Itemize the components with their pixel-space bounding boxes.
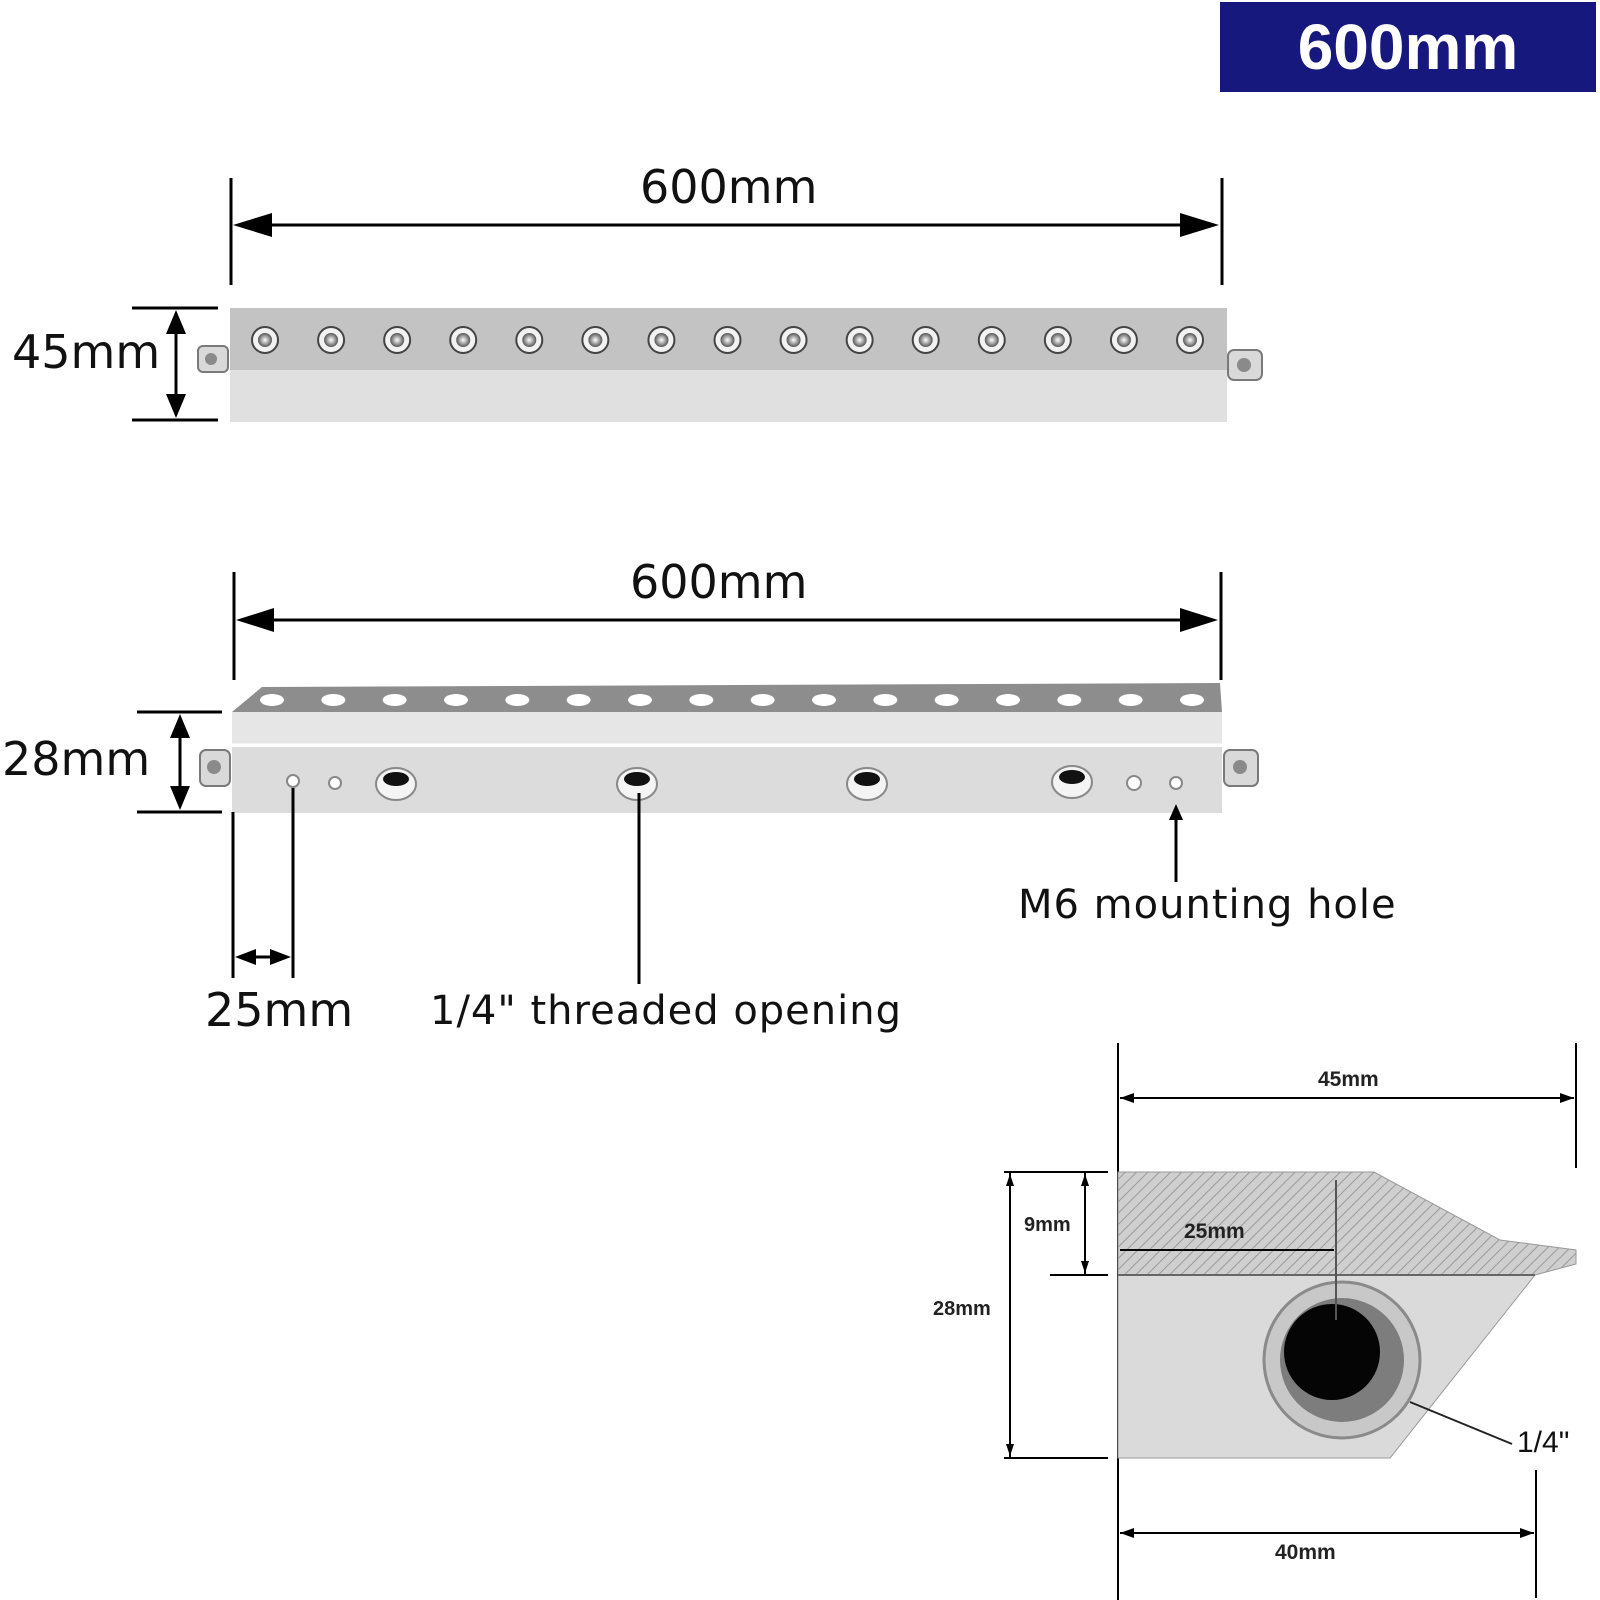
section-top-height-label: 9mm	[1024, 1214, 1071, 1236]
cross-section-view	[1004, 1043, 1577, 1600]
m6-hole-icon	[1126, 775, 1142, 791]
screw-hole-icon	[977, 326, 1006, 354]
screw-hole-icon	[449, 326, 478, 354]
screw-hole-icon	[1043, 326, 1072, 354]
screw-hole-icon	[934, 694, 959, 706]
m6-mounting-label: M6 mounting hole	[1018, 882, 1397, 928]
top-width-label: 45mm	[12, 325, 161, 379]
threaded-hole-icon	[616, 767, 658, 801]
offset-label: 25mm	[205, 983, 354, 1037]
screw-hole-icon	[1118, 694, 1143, 706]
section-height-label: 28mm	[933, 1298, 991, 1320]
screw-hole-icon	[1180, 694, 1204, 706]
screw-hole-icon	[251, 326, 279, 354]
threaded-hole-icon	[846, 767, 888, 801]
clamp-left-icon	[199, 749, 231, 787]
section-hole-label: 1/4"	[1517, 1426, 1570, 1459]
screw-hole-icon	[444, 694, 468, 706]
side-top-hole-row	[260, 694, 1204, 706]
threaded-hole-icon	[1051, 765, 1093, 799]
screw-hole-icon	[1057, 694, 1082, 706]
threaded-opening-label: 1/4" threaded opening	[430, 988, 902, 1034]
top-length-label: 600mm	[640, 160, 818, 214]
threaded-hole-icon	[375, 767, 417, 801]
screw-hole-icon	[996, 694, 1020, 706]
section-width-top-label: 45mm	[1318, 1068, 1379, 1091]
size-badge: 600mm	[1220, 2, 1596, 92]
screw-hole-icon	[750, 694, 775, 706]
screw-hole-icon	[812, 694, 836, 706]
screw-hole-icon	[260, 694, 284, 706]
top-view	[132, 178, 1263, 422]
side-view	[137, 572, 1259, 984]
section-hole-offset-label: 25mm	[1184, 1220, 1245, 1243]
screw-hole-icon	[845, 326, 874, 354]
side-height-label: 28mm	[2, 732, 151, 786]
screw-hole-icon	[1109, 326, 1138, 354]
screw-hole-icon	[713, 326, 742, 354]
screw-hole-icon	[628, 694, 652, 706]
top-hole-row	[251, 326, 1204, 354]
screw-hole-icon	[689, 694, 714, 706]
screw-hole-icon	[317, 326, 346, 354]
screw-hole-icon	[515, 326, 544, 354]
side-length-label: 600mm	[630, 555, 808, 609]
m6-hole-icon	[286, 774, 300, 788]
screw-hole-icon	[382, 694, 407, 706]
clamp-right-icon	[1227, 349, 1263, 381]
screw-hole-icon	[779, 326, 808, 354]
m6-hole-icon	[1169, 776, 1183, 790]
threaded-hole-section-icon	[1262, 1280, 1422, 1440]
section-width-bottom-label: 40mm	[1275, 1541, 1336, 1564]
screw-hole-icon	[1176, 326, 1204, 354]
screw-hole-icon	[581, 326, 610, 354]
screw-hole-icon	[566, 694, 591, 706]
clamp-right-icon	[1223, 749, 1259, 787]
m6-hole-icon	[328, 776, 342, 790]
clamp-left-icon	[197, 345, 229, 373]
screw-hole-icon	[911, 326, 940, 354]
screw-hole-icon	[383, 326, 412, 354]
screw-hole-icon	[647, 326, 676, 354]
screw-hole-icon	[505, 694, 530, 706]
screw-hole-icon	[321, 694, 346, 706]
screw-hole-icon	[873, 694, 898, 706]
